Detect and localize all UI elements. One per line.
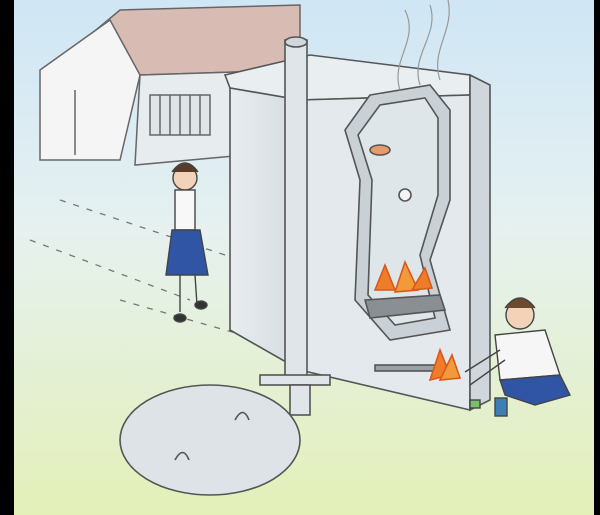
drain-pipe xyxy=(260,375,330,385)
chimney-pipe xyxy=(285,40,307,380)
septic-lid xyxy=(120,385,300,495)
